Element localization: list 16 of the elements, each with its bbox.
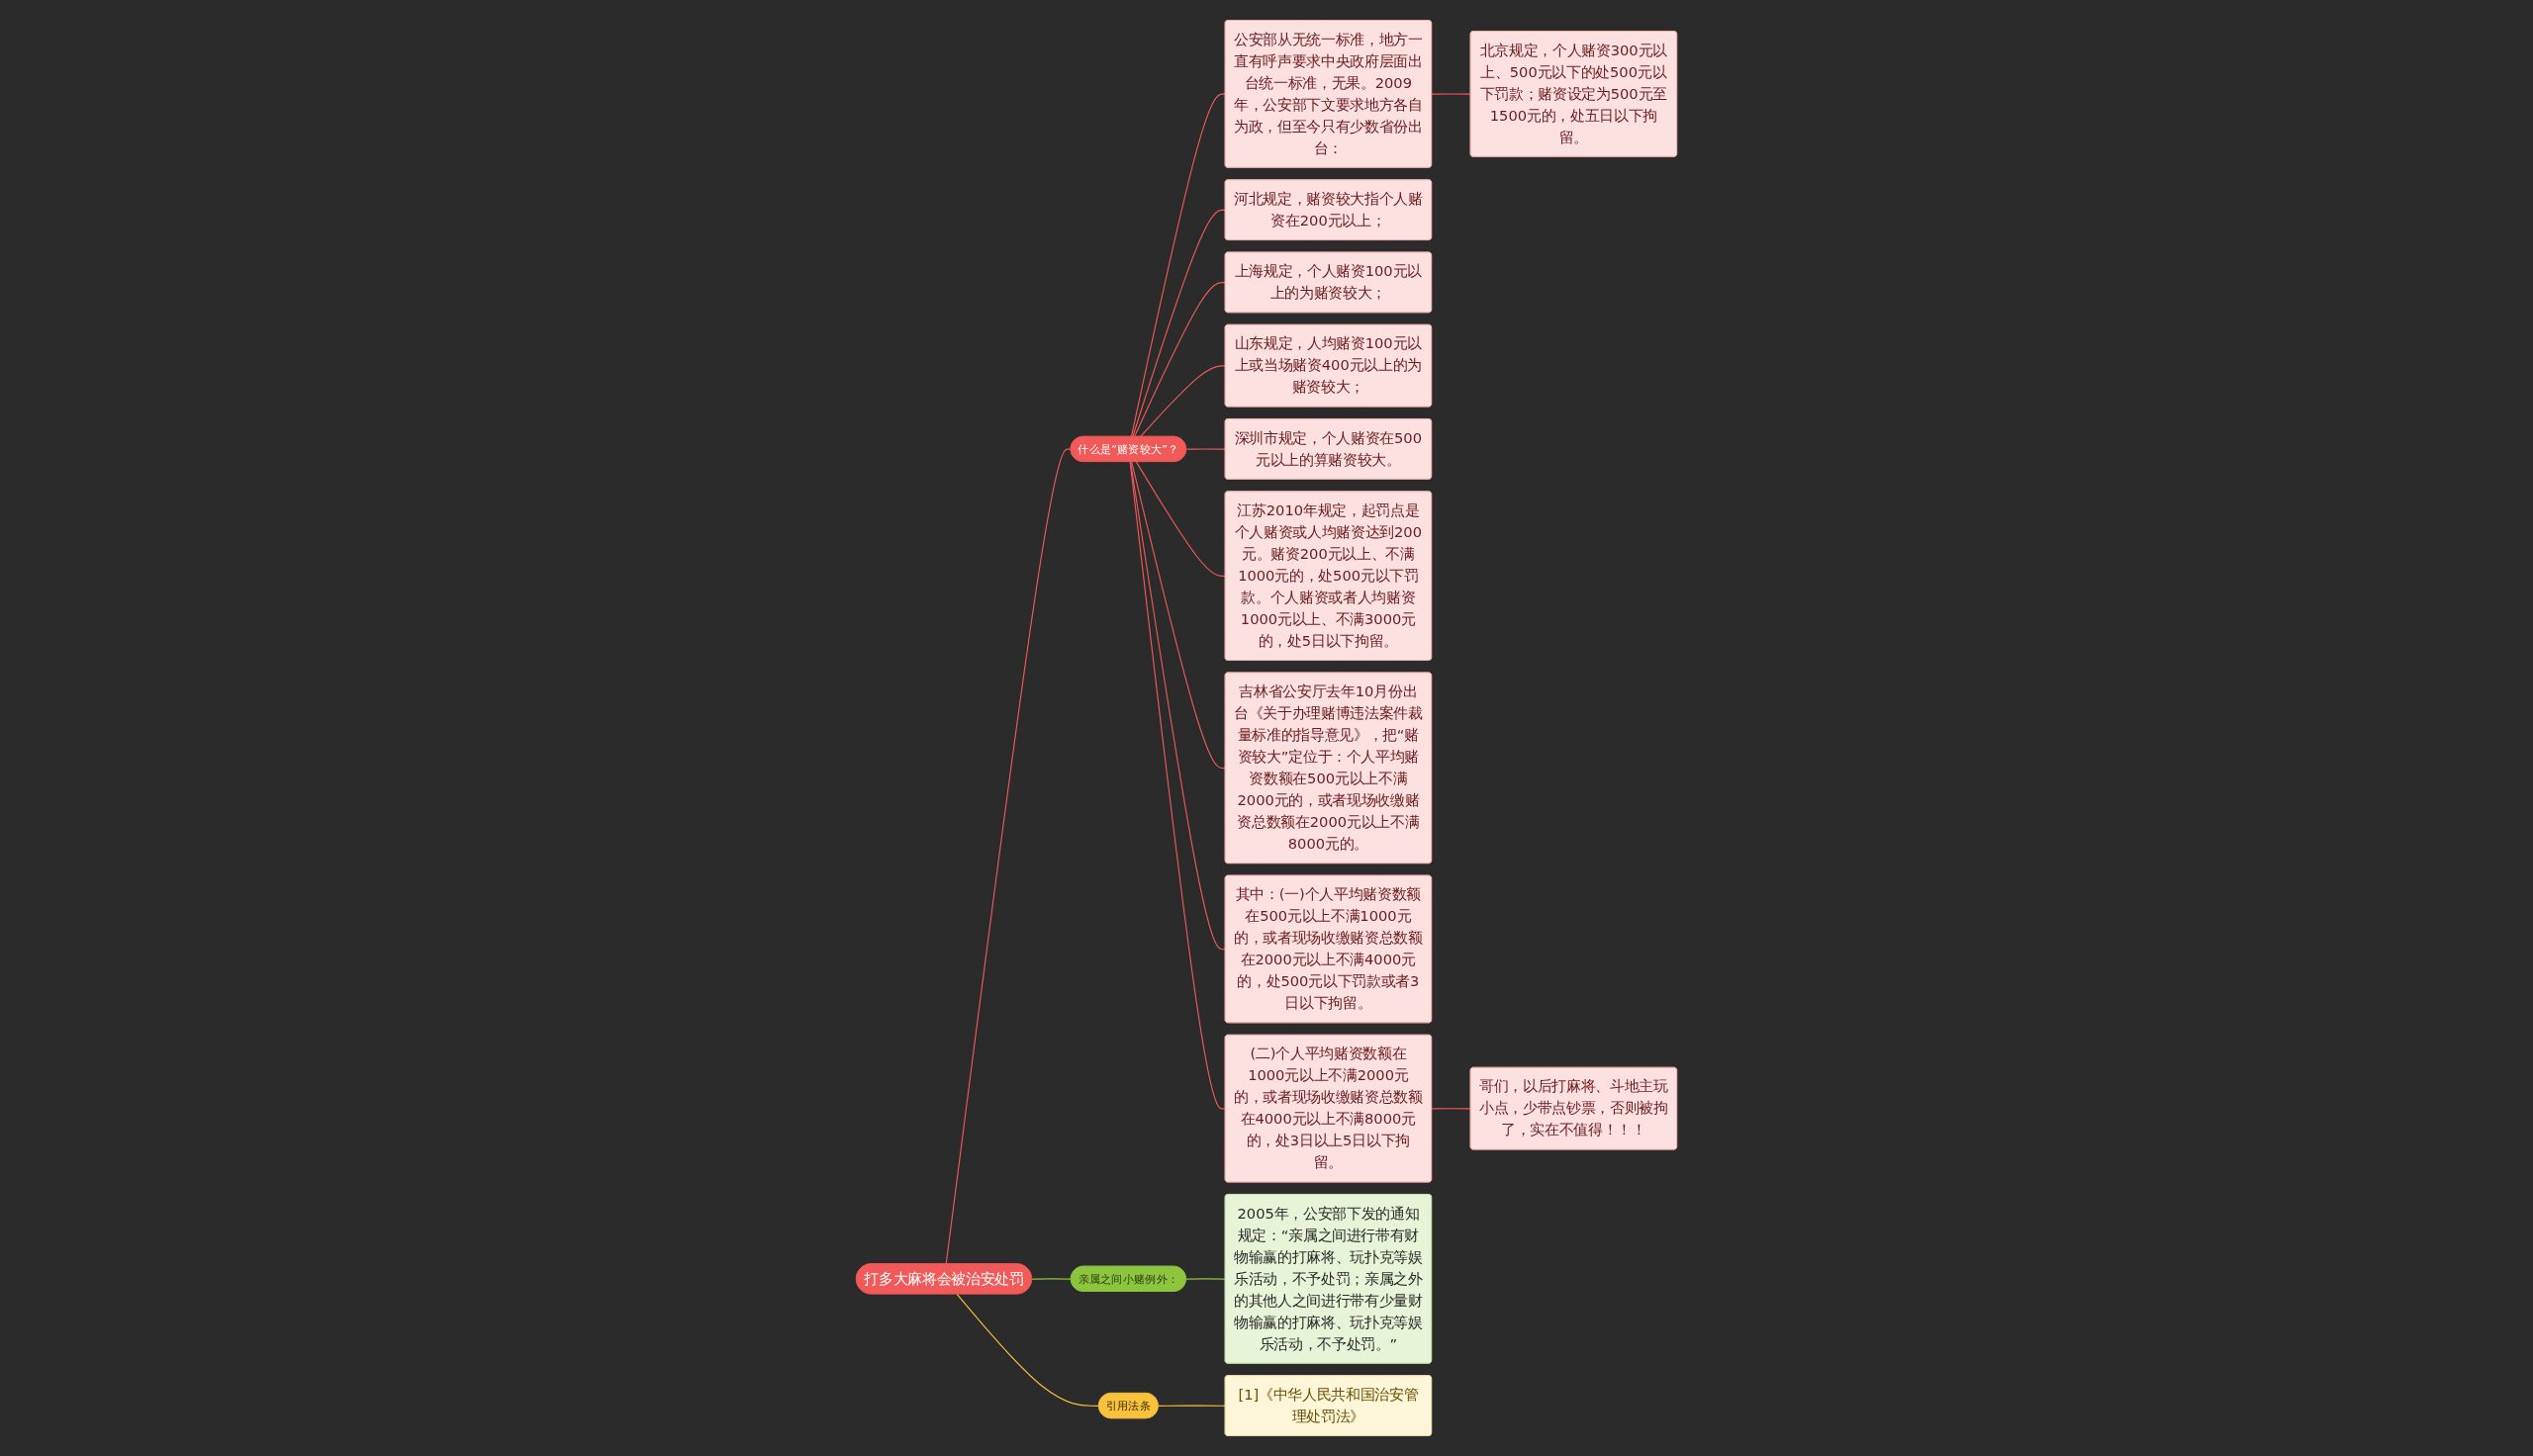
connector [1131,461,1226,770]
connector [1139,365,1226,438]
connector [1431,93,1471,95]
connector [945,448,1072,1265]
connector [1158,1405,1226,1407]
connector [1185,1278,1226,1280]
connector [1185,448,1226,450]
connector [1132,209,1226,438]
connector [1135,461,1226,577]
connector [1130,93,1226,438]
connector [1431,1108,1471,1110]
connector [1031,1278,1073,1280]
connector [1133,282,1226,438]
connector [956,1293,1100,1407]
connector [1130,461,1226,951]
connector [1129,461,1226,1110]
